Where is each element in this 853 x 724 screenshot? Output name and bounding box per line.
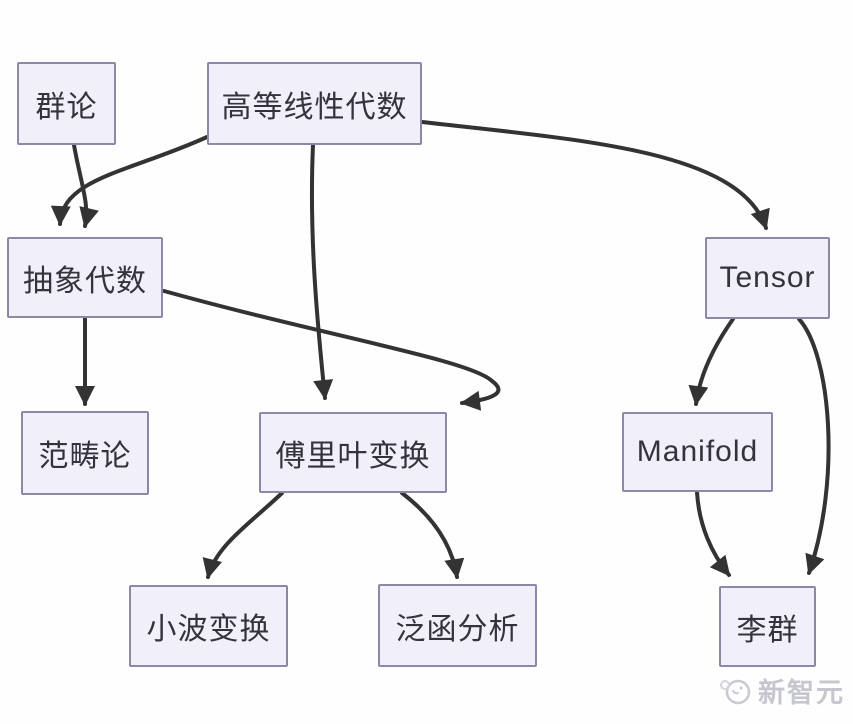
node-group-theory: 群论 [17, 62, 116, 145]
node-abstract-algebra: 抽象代数 [7, 237, 163, 318]
edge-group-theory-to-abstract-algebra [72, 143, 99, 228]
edge-abstract-algebra-to-fourier-transform [162, 289, 501, 411]
edge-fourier-transform-to-wavelet-transform [202, 491, 284, 579]
edge-manifold-to-lie-group [695, 490, 731, 577]
node-functional-analysis: 泛函分析 [378, 584, 537, 667]
node-category-theory: 范畴论 [21, 411, 149, 495]
xinzhiyuan-logo-icon [720, 679, 751, 704]
edge-fourier-transform-to-functional-analysis [400, 491, 465, 579]
edge-advanced-linear-algebra-to-fourier-transform [309, 143, 334, 400]
edge-advanced-linear-algebra-to-abstract-algebra [50, 135, 209, 226]
node-manifold: Manifold [622, 412, 773, 492]
node-fourier-transform: 傅里叶变换 [259, 412, 447, 493]
node-lie-group: 李群 [719, 586, 816, 667]
watermark: 新智元 [718, 671, 845, 710]
node-advanced-linear-algebra: 高等线性代数 [207, 62, 422, 145]
edge-tensor-to-manifold [688, 317, 735, 406]
edge-advanced-linear-algebra-to-tensor [420, 120, 770, 230]
node-tensor: Tensor [705, 237, 830, 319]
node-wavelet-transform: 小波变换 [129, 585, 288, 667]
edge-tensor-to-lie-group [797, 317, 831, 575]
watermark-text: 新智元 [758, 678, 845, 708]
